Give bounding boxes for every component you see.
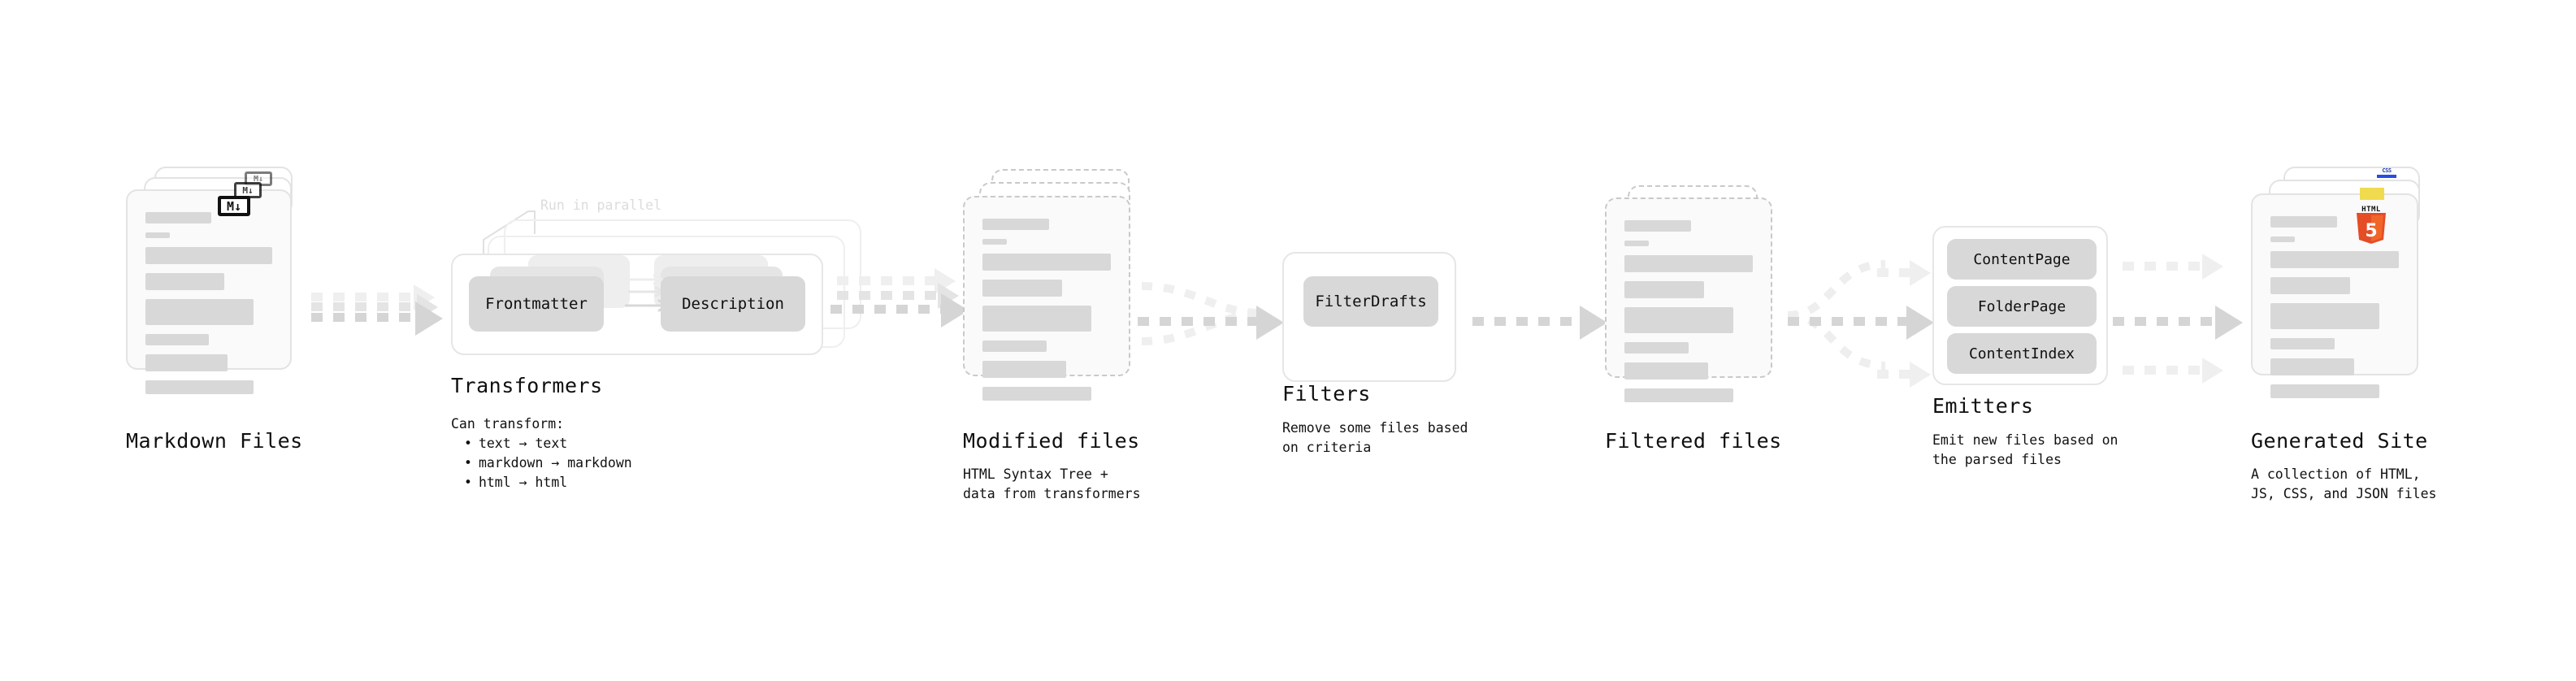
transformers-bullet-0: text → text bbox=[464, 434, 632, 453]
emitters-box: ContentPage FolderPage ContentIndex bbox=[1932, 226, 2108, 385]
markdown-placeholder-lines bbox=[145, 212, 272, 403]
site-card-front bbox=[2251, 193, 2418, 398]
pill-filterdrafts[interactable]: FilterDrafts bbox=[1303, 276, 1438, 327]
filters-desc: Remove some files based on criteria bbox=[1282, 420, 1468, 455]
transformers-desc-head: Can transform: bbox=[451, 416, 565, 432]
modified-files-desc: HTML Syntax Tree + data from transformer… bbox=[963, 466, 1141, 501]
transformers-title: Transformers bbox=[451, 374, 603, 397]
css-badge: CSS bbox=[2377, 167, 2396, 178]
markdown-card-front bbox=[126, 189, 292, 394]
pill-description-label: Description bbox=[682, 295, 784, 313]
pill-description[interactable]: Description bbox=[661, 276, 805, 332]
markdown-badge: M↓ bbox=[218, 196, 250, 216]
parallel-bracket bbox=[483, 210, 536, 256]
css-badge-label: CSS bbox=[2382, 167, 2392, 174]
filtered-card-front bbox=[1605, 197, 1772, 402]
generated-site-desc: A collection of HTML, JS, CSS, and JSON … bbox=[2251, 466, 2437, 501]
pill-frontmatter[interactable]: Frontmatter bbox=[469, 276, 604, 332]
transformers-bullets: text → text markdown → markdown html → h… bbox=[451, 434, 632, 492]
transformers-bullet-2: html → html bbox=[464, 473, 632, 492]
filters-title: Filters bbox=[1282, 382, 1371, 406]
run-in-parallel-label: Run in parallel bbox=[540, 197, 662, 213]
pill-frontmatter-label: Frontmatter bbox=[485, 295, 588, 313]
html5-badge-digit: 5 bbox=[2365, 221, 2377, 241]
emitters-desc: Emit new files based on the parsed files bbox=[1932, 432, 2118, 467]
pill-contentindex[interactable]: ContentIndex bbox=[1947, 333, 2097, 374]
markdown-badge-label: M↓ bbox=[226, 198, 242, 214]
pill-filterdrafts-label: FilterDrafts bbox=[1315, 293, 1427, 310]
modified-files-title: Modified files bbox=[963, 429, 1140, 453]
filtered-placeholder-lines bbox=[1624, 220, 1753, 411]
markdown-files-title: Markdown Files bbox=[126, 429, 303, 453]
transformers-bullet-1: markdown → markdown bbox=[464, 453, 632, 473]
site-placeholder-lines bbox=[2270, 216, 2399, 407]
pill-folderpage[interactable]: FolderPage bbox=[1947, 286, 2097, 327]
html5-badge-word: HTML bbox=[2361, 206, 2381, 214]
generated-site-title: Generated Site bbox=[2251, 429, 2428, 453]
pill-contentindex-label: ContentIndex bbox=[1968, 345, 2075, 362]
arrow-filtered-to-emitters-fan bbox=[1787, 260, 1886, 370]
pill-folderpage-label: FolderPage bbox=[1977, 297, 2066, 315]
filtered-files-title: Filtered files bbox=[1605, 429, 1782, 453]
emitters-title: Emitters bbox=[1932, 394, 2034, 418]
html5-badge: HTML 5 bbox=[2354, 206, 2388, 245]
filters-box: FilterDrafts bbox=[1282, 252, 1456, 382]
js-badge bbox=[2360, 188, 2384, 200]
modified-placeholder-lines bbox=[982, 219, 1111, 410]
pill-contentpage[interactable]: ContentPage bbox=[1947, 239, 2097, 280]
modified-card-front bbox=[963, 196, 1130, 401]
pill-contentpage-label: ContentPage bbox=[1973, 250, 2071, 268]
